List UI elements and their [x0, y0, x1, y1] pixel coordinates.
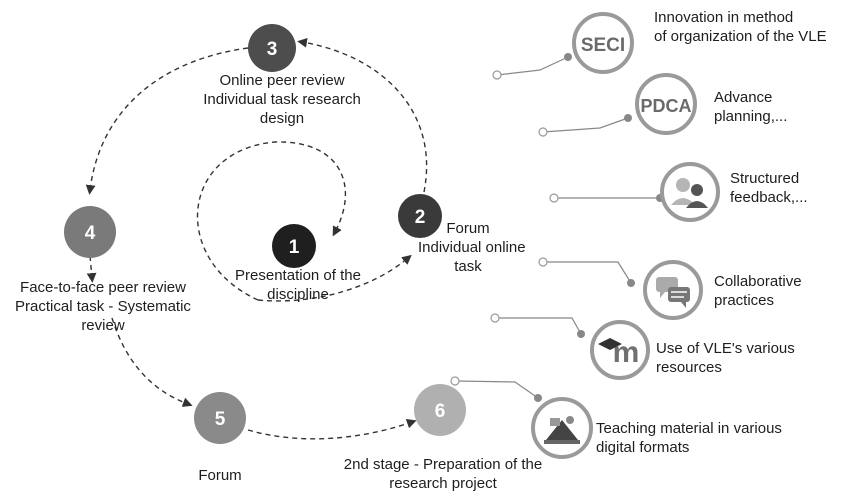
- chat-bubbles-icon: [643, 260, 703, 320]
- svg-text:4: 4: [85, 223, 96, 244]
- link-3-4: [85, 47, 249, 195]
- connector-seci: [496, 56, 569, 76]
- step-6-circle: 6: [414, 384, 466, 436]
- svg-text:PDCA: PDCA: [640, 96, 691, 116]
- inner-spiral-path: [196, 141, 346, 301]
- connector-pdca: [542, 117, 629, 133]
- moodle-icon: m: [590, 320, 650, 380]
- connector-digital: [454, 380, 539, 399]
- link-2-3: [297, 37, 428, 193]
- step-5-circle: 5: [194, 392, 246, 444]
- connector-collab: [543, 261, 632, 284]
- svg-text:6: 6: [435, 401, 446, 422]
- link-1-2: [257, 254, 412, 302]
- pdca-icon: PDCA: [635, 73, 697, 135]
- link-4-down: [86, 255, 97, 283]
- feature-digital-label: Teaching material in various digital for…: [596, 420, 782, 456]
- digital-materials-icon: [531, 397, 593, 459]
- step-5-label: Forum: [198, 467, 242, 484]
- step-1-circle: 1: [272, 224, 316, 268]
- step-1-label: Presentation of the discipline: [235, 267, 361, 303]
- feature-feedback-label: Structured feedback,...: [730, 170, 808, 206]
- svg-text:1: 1: [289, 237, 300, 258]
- step-2-circle: 2: [398, 194, 442, 238]
- feature-collab-label: Collaborative practices: [714, 273, 802, 309]
- connector-moodle: [495, 317, 582, 335]
- svg-text:SECI: SECI: [581, 35, 625, 56]
- svg-text:m: m: [613, 336, 640, 369]
- step-3-label: Online peer review Individual task resea…: [203, 72, 361, 127]
- feature-moodle-label: Use of VLE's various resources: [656, 340, 795, 376]
- svg-text:3: 3: [267, 39, 278, 60]
- svg-text:2: 2: [415, 207, 426, 228]
- step-3-circle: 3: [248, 24, 296, 72]
- feature-pdca-label: Advance planning,...: [714, 89, 788, 125]
- feedback-people-icon: [660, 162, 720, 222]
- feature-seci-label: Innovation in method of organization of …: [654, 9, 827, 45]
- step-4-circle: 4: [64, 206, 116, 258]
- link-5-6: [247, 418, 417, 440]
- step-2-label: Forum Individual online task: [418, 220, 526, 275]
- step-6-label: 2nd stage - Preparation of the research …: [343, 456, 543, 492]
- seci-icon: SECI: [572, 12, 634, 74]
- svg-text:5: 5: [215, 409, 226, 430]
- step-4-label: Face-to-face peer review Practical task …: [15, 279, 191, 334]
